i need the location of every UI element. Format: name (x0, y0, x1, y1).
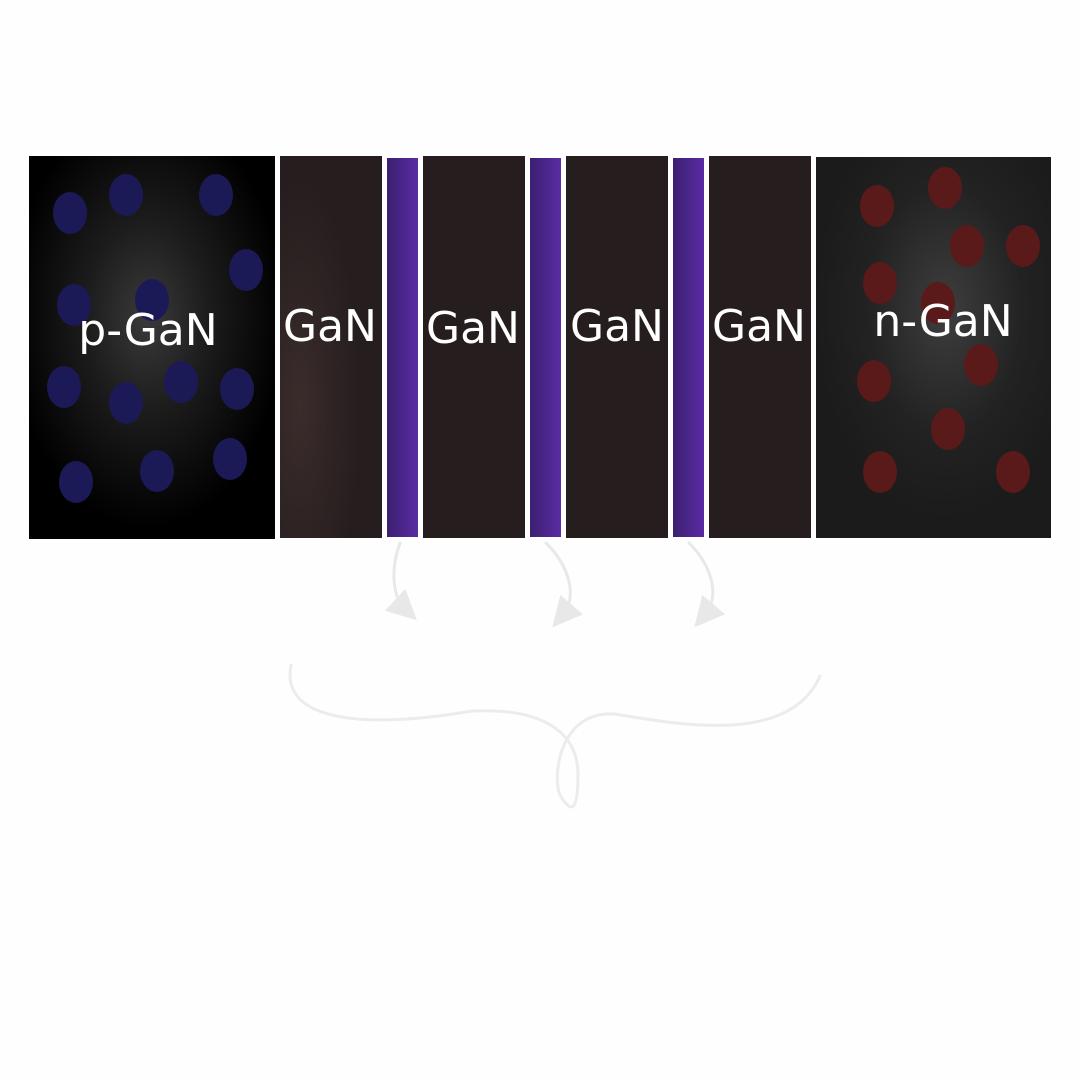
electron (996, 451, 1030, 493)
combining-brace (288, 663, 822, 809)
electron (950, 225, 984, 267)
emission-arrow-1 (384, 541, 417, 621)
electron (860, 185, 894, 227)
n-gan-label: n-GaN (873, 296, 1012, 347)
hole (213, 438, 247, 480)
gan-barrier-1: GaN (278, 154, 384, 540)
hole (57, 284, 91, 326)
electron (928, 167, 962, 209)
emission-arrow-2 (544, 541, 584, 628)
electron (1006, 225, 1040, 267)
quantum-well-3 (671, 156, 706, 539)
hole (199, 174, 233, 216)
gan-barrier-2-label: GaN (426, 303, 520, 354)
quantum-well-2 (528, 156, 563, 539)
electron (863, 262, 897, 304)
hole (135, 279, 169, 321)
electron-group (857, 167, 1040, 493)
gan-barrier-1-label: GaN (283, 301, 377, 352)
gan-barrier-4-label: GaN (712, 301, 806, 352)
electron (921, 282, 955, 324)
hole (53, 192, 87, 234)
electron (863, 451, 897, 493)
gan-barrier-3: GaN (564, 154, 670, 540)
gan-barrier-2: GaN (421, 154, 527, 540)
p-gan-label: p-GaN (78, 305, 217, 356)
quantum-well-1 (385, 156, 420, 539)
electron (931, 408, 965, 450)
hole (59, 461, 93, 503)
hole (140, 450, 174, 492)
p-gan-layer: p-GaN (27, 154, 277, 541)
hole-group (47, 174, 263, 503)
hole (229, 249, 263, 291)
hole (47, 366, 81, 408)
emission-arrows (384, 541, 726, 628)
electron (964, 344, 998, 386)
hole (109, 174, 143, 216)
hole (220, 368, 254, 410)
gan-barrier-3-label: GaN (570, 301, 664, 352)
gan-barrier-4: GaN (707, 154, 813, 540)
n-gan-layer: n-GaN (814, 155, 1053, 540)
emission-arrow-3 (687, 541, 726, 628)
hole (109, 382, 143, 424)
hole (164, 361, 198, 403)
electron (857, 360, 891, 402)
